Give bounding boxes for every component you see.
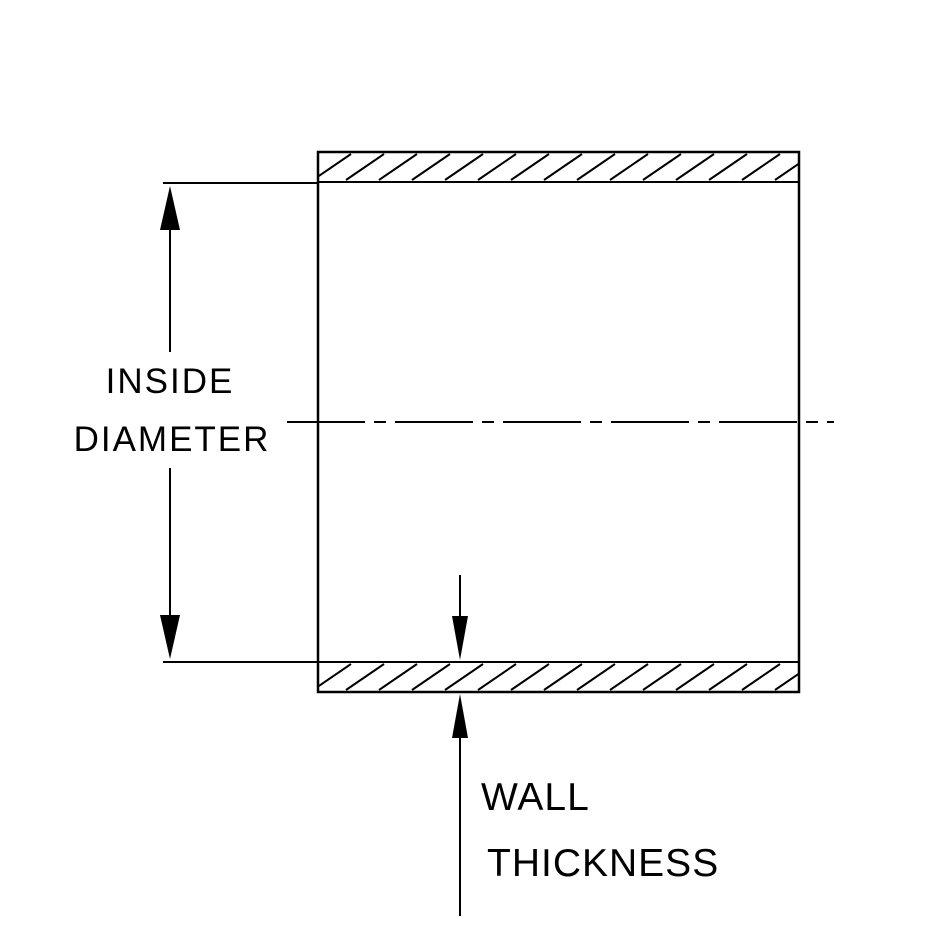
hatch-line <box>741 153 781 181</box>
hatch-line <box>642 663 682 691</box>
hatch-line <box>708 153 748 181</box>
hatch-line <box>576 153 616 181</box>
hatch-line <box>576 663 616 691</box>
inside-diameter-label-line2: DIAMETER <box>74 420 271 459</box>
hatch-line <box>317 663 352 688</box>
hatch-line <box>510 663 550 691</box>
hatch-line <box>477 153 517 181</box>
wall-thickness-dimension <box>452 575 468 916</box>
wall-thickness-label-line2: THICKNESS <box>487 842 719 885</box>
wall-thickness-label-line1: WALL <box>481 776 590 819</box>
arrowhead-down-icon <box>160 615 180 659</box>
hatch-line <box>444 663 484 691</box>
hatch-line <box>708 663 748 691</box>
inside-diameter-label-line1: INSIDE <box>106 362 235 401</box>
hatch-line <box>378 663 418 691</box>
hatch-line <box>477 663 517 691</box>
hatch-line <box>774 162 800 181</box>
arrowhead-up-icon <box>452 694 468 738</box>
hatch-line <box>378 153 418 181</box>
hatch-line <box>774 672 800 691</box>
top-wall-hatching <box>317 153 800 181</box>
hatch-line <box>609 153 649 181</box>
hatch-line <box>741 663 781 691</box>
hatch-line <box>609 663 649 691</box>
hatch-line <box>675 663 715 691</box>
hatch-line <box>411 663 451 691</box>
hatch-line <box>543 663 583 691</box>
hatch-line <box>317 153 352 178</box>
hatch-line <box>510 153 550 181</box>
arrowhead-up-icon <box>160 186 180 230</box>
hatch-line <box>345 663 385 691</box>
inside-diameter-dimension <box>160 182 318 663</box>
hatch-line <box>411 153 451 181</box>
arrowhead-down-icon <box>452 616 468 660</box>
hatch-line <box>444 153 484 181</box>
bottom-wall-hatching <box>317 663 800 691</box>
hatch-line <box>345 153 385 181</box>
hatch-line <box>543 153 583 181</box>
hatch-line <box>642 153 682 181</box>
hatch-line <box>675 153 715 181</box>
